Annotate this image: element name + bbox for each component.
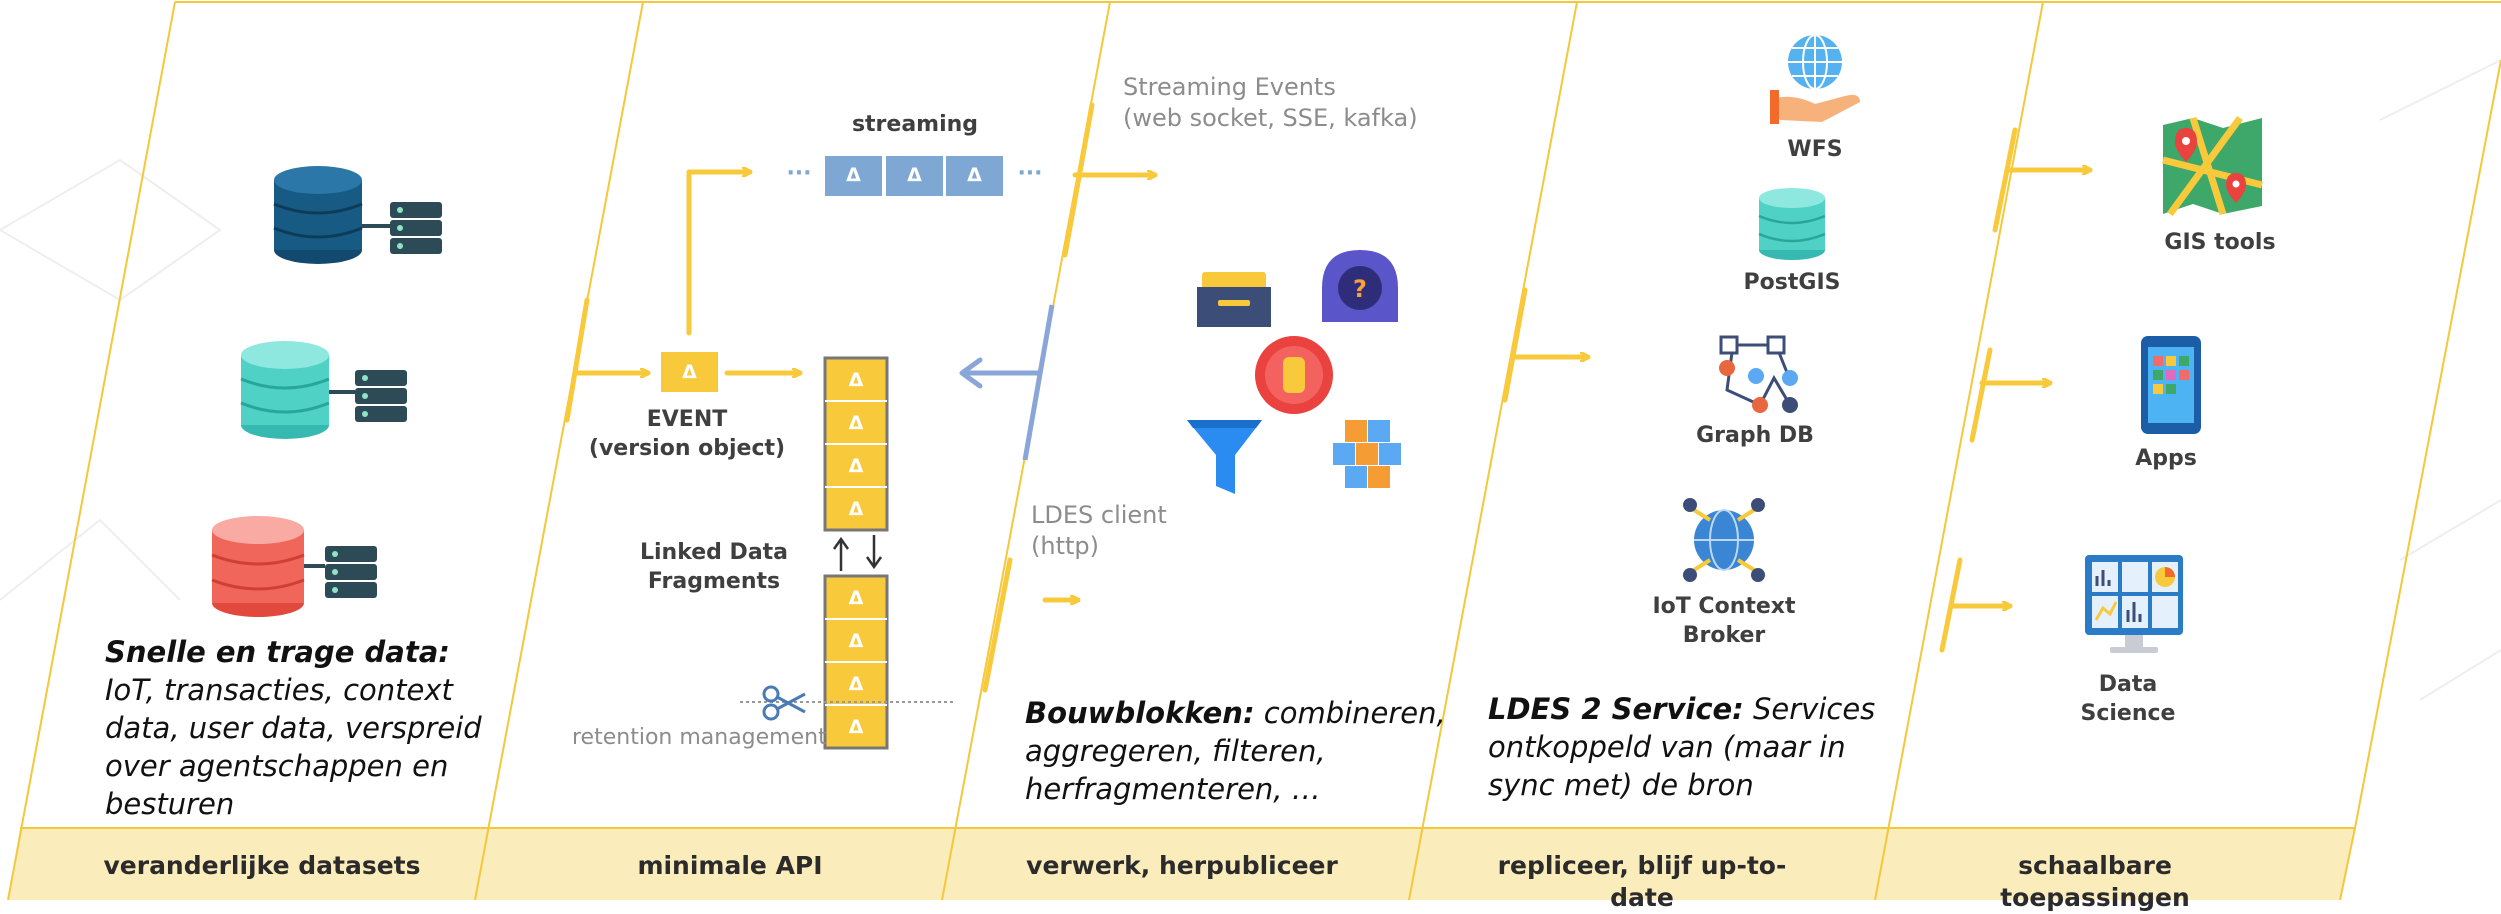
col4-description: LDES 2 Service: Services ontkoppeld van … xyxy=(1488,690,1875,804)
fragment-delta: Δ xyxy=(848,716,864,738)
event-delta: Δ xyxy=(682,361,697,383)
col3-desc-line1: combineren, xyxy=(1254,696,1446,730)
event-label-line1: EVENT xyxy=(646,407,728,432)
data-science-monitor-icon xyxy=(2085,555,2183,653)
band-label-2: minimale API xyxy=(637,851,823,880)
svg-text:?: ? xyxy=(1353,275,1367,303)
col1-desc-line: over agentschappen en xyxy=(105,749,449,783)
fragment-delta: Δ xyxy=(848,369,864,391)
fragment-delta: Δ xyxy=(848,455,864,477)
fragment-delta: Δ xyxy=(848,587,864,609)
column2-arrows xyxy=(574,170,2093,606)
background-lines xyxy=(0,59,2501,701)
col3-desc-line3: herfragmenteren, … xyxy=(1025,772,1321,806)
stream-delta: Δ xyxy=(846,164,861,186)
col1-desc-line: IoT, transacties, context xyxy=(105,673,453,707)
col4-desc-bold: LDES 2 Service: xyxy=(1488,692,1744,726)
fragment-link-arrows xyxy=(832,535,883,571)
wfs-label: WFS xyxy=(1787,137,1843,162)
streaming-events-line1: Streaming Events xyxy=(1123,73,1336,101)
streaming-row xyxy=(825,156,1003,196)
apps-label: Apps xyxy=(2135,446,2197,471)
streaming-events-line2: (web socket, SSE, kafka) xyxy=(1123,104,1418,132)
apps-phone-icon xyxy=(2141,336,2201,434)
stream-delta: Δ xyxy=(907,164,922,186)
fragment-delta: Δ xyxy=(848,498,864,520)
bottom-band xyxy=(8,828,2355,900)
event-label-line2: (version object) xyxy=(588,436,786,461)
ldes-client-line1: LDES client xyxy=(1031,501,1167,529)
band-label-4: repliceer, blijf up-to-date xyxy=(1497,851,1787,912)
col1-desc-bold: Snelle en trage data: xyxy=(105,635,450,669)
fragment-stack-top xyxy=(823,356,889,532)
ds-label-line2: Science xyxy=(2080,701,2176,726)
iot-label-line2: Broker xyxy=(1682,623,1766,648)
database-hub-icon xyxy=(1246,327,1342,423)
graph-db-icon xyxy=(1719,335,1798,413)
band-label-1: veranderlijke datasets xyxy=(103,851,421,880)
band-label-3: verwerk, herpubliceer xyxy=(1026,851,1338,880)
col3-desc-bold: Bouwblokken: xyxy=(1025,696,1255,730)
database-navy-icon xyxy=(273,166,442,264)
postgis-label: PostGIS xyxy=(1743,270,1841,295)
database-red-icon xyxy=(211,516,377,617)
ldf-label-line2: Fragments xyxy=(647,569,781,594)
col3-desc-line2: aggregeren, filteren, xyxy=(1025,734,1326,768)
col4-desc-line2: ontkoppeld van (maar in xyxy=(1488,730,1846,764)
ldes-client-edge-accent xyxy=(1022,304,1055,461)
postgis-database-icon xyxy=(1758,188,1826,260)
col1-desc-line: besturen xyxy=(105,787,235,821)
gis-map-icon xyxy=(2162,115,2263,217)
retention-label: retention management xyxy=(572,725,827,750)
scissors-icon xyxy=(762,685,806,721)
fragment-delta: Δ xyxy=(848,412,864,434)
graphdb-label: Graph DB xyxy=(1696,423,1814,448)
col4-desc-line3: sync met) de bron xyxy=(1488,768,1754,802)
band-label-5: schaalbare toepassingen xyxy=(2000,851,2190,912)
col1-desc-line: data, user data, verspreid xyxy=(105,711,482,745)
streaming-ellipsis-left: ··· xyxy=(786,161,812,186)
col3-description: Bouwblokken: combineren, aggregeren, fil… xyxy=(1025,694,1446,808)
gis-label: GIS tools xyxy=(2164,230,2276,255)
col4-desc-line1: Services xyxy=(1743,692,1876,726)
stream-delta: Δ xyxy=(967,164,982,186)
funnel-filter-icon xyxy=(1187,420,1262,494)
event-block xyxy=(661,352,718,392)
iot-broker-icon xyxy=(1683,498,1765,582)
streaming-ellipsis-right: ··· xyxy=(1017,161,1043,186)
ds-label-line1: Data xyxy=(2098,672,2158,697)
ldf-label-line1: Linked Data xyxy=(639,540,789,565)
cubes-icon xyxy=(1333,420,1401,488)
streaming-label: streaming xyxy=(851,112,979,137)
archive-box-icon xyxy=(1197,272,1271,327)
ldes-client-line2: (http) xyxy=(1031,532,1099,560)
col1-description: Snelle en trage data: IoT, transacties, … xyxy=(105,633,482,823)
database-teal-icon xyxy=(240,341,407,439)
hooded-unknown-icon: ? xyxy=(1322,250,1398,322)
iot-label-line1: IoT Context xyxy=(1652,594,1796,619)
wfs-globe-hand-icon xyxy=(1770,34,1860,124)
ldes-client-arrow xyxy=(959,357,1043,389)
fragment-stack-bottom xyxy=(823,574,889,750)
fragment-delta: Δ xyxy=(848,673,864,695)
fragment-delta: Δ xyxy=(848,630,864,652)
